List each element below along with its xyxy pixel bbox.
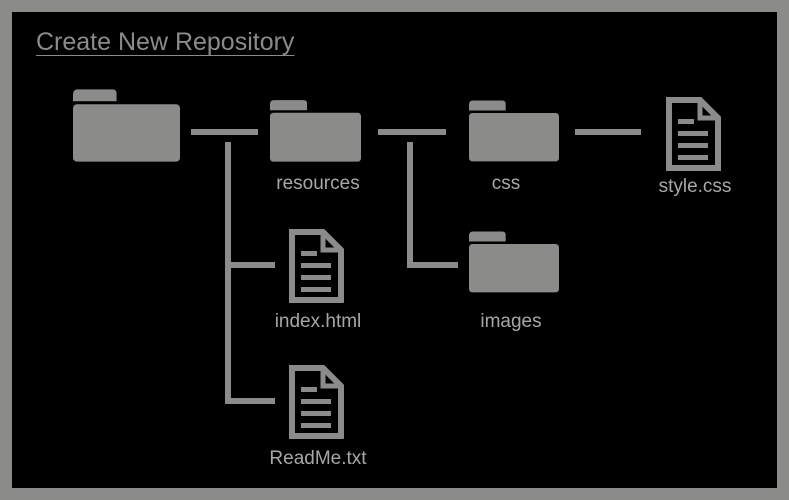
connector-lines	[191, 129, 641, 404]
node-readme-txt[interactable]: ReadMe.txt	[269, 368, 367, 469]
document-icon	[669, 100, 718, 168]
node-style-css[interactable]: style.css	[659, 100, 732, 197]
node-index-html[interactable]: index.html	[275, 232, 362, 332]
node-resources[interactable]: resources	[270, 100, 361, 194]
node-css[interactable]: css	[469, 100, 559, 195]
folder-icon	[469, 231, 559, 293]
node-label: style.css	[659, 176, 732, 197]
node-label: css	[492, 173, 521, 194]
folder-icon	[469, 100, 559, 162]
node-images[interactable]: images	[469, 231, 559, 333]
node-label: resources	[276, 173, 359, 194]
document-icon	[292, 232, 341, 300]
node-label: ReadMe.txt	[269, 448, 367, 469]
node-label: index.html	[275, 311, 362, 332]
document-icon	[292, 368, 341, 436]
node-label: images	[480, 311, 541, 332]
node-root-folder[interactable]	[73, 89, 180, 162]
page-title: Create New Repository	[36, 28, 295, 56]
folder-icon	[73, 89, 180, 162]
diagram-frame	[12, 12, 777, 488]
folder-icon	[270, 100, 361, 162]
